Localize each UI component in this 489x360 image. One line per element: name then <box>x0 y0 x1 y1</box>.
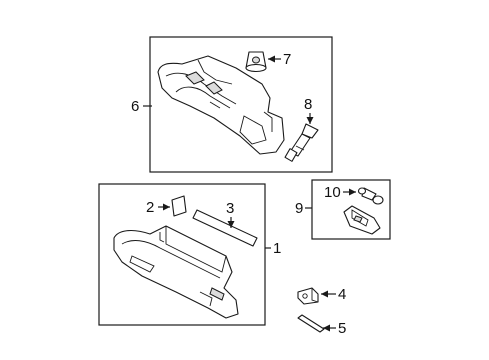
lamp-bulb-part <box>357 187 384 205</box>
glove-box-door-part <box>113 225 239 319</box>
callout-3: 3 <box>226 200 234 217</box>
damper-strut-part <box>284 123 319 162</box>
group-box-lower <box>98 183 266 326</box>
callout-5: 5 <box>338 320 346 337</box>
clip-nut-part <box>245 51 267 73</box>
callout-1: 1 <box>273 240 281 257</box>
bracket-part <box>297 287 319 305</box>
callout-9: 9 <box>295 200 303 217</box>
lamp-housing-part <box>343 205 381 235</box>
callout-6: 6 <box>131 98 139 115</box>
callout-4: 4 <box>338 286 346 303</box>
group-box-right <box>311 179 391 240</box>
glove-box-housing-part <box>157 55 285 155</box>
pad-part <box>171 195 187 217</box>
strip-part <box>192 209 258 247</box>
callout-10: 10 <box>324 184 341 201</box>
callout-2: 2 <box>146 199 154 216</box>
callout-7: 7 <box>283 51 291 68</box>
group-box-upper <box>149 36 333 173</box>
callout-8: 8 <box>304 96 312 113</box>
pin-part <box>297 314 325 333</box>
